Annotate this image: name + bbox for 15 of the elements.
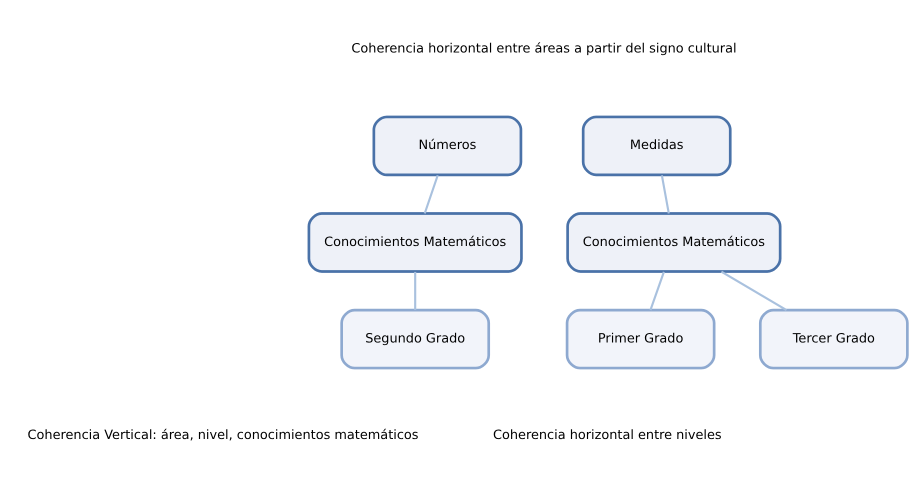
node-box: Tercer Grado (758, 308, 909, 369)
node-box: Medidas (582, 115, 732, 176)
node-box: Segundo Grado (340, 308, 490, 369)
connector (660, 174, 670, 214)
label: Coherencia horizontal entre áreas a partir del signo cultural (351, 41, 737, 56)
connector (424, 174, 439, 214)
node-box: Primer Grado (566, 308, 716, 369)
label: Coherencia horizontal entre niveles (493, 428, 722, 443)
connector (649, 271, 665, 310)
connector (720, 270, 787, 310)
node-box: Números (372, 115, 522, 176)
connector (414, 271, 416, 310)
node-box: Conocimientos Matemáticos (566, 212, 782, 272)
label: Coherencia Vertical: área, nivel, conocimientos matemáticos (28, 428, 419, 443)
node-box: Conocimientos Matemáticos (308, 212, 523, 272)
